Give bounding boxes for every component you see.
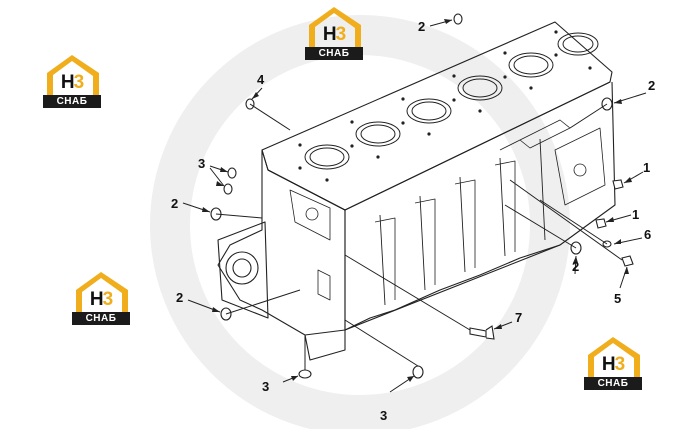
block-side-face: [344, 81, 616, 331]
house-roof-icon: [47, 55, 99, 95]
callout-4: 4: [257, 72, 265, 87]
callout-7: 7: [515, 310, 522, 325]
fitting-7: [469, 325, 495, 340]
brand-logo: Н3 СНАБ: [303, 3, 365, 63]
logo-caption: СНАБ: [43, 95, 101, 108]
callout-2: 2: [418, 19, 425, 34]
callout-3: 3: [262, 379, 269, 394]
logo-caption: СНАБ: [72, 312, 130, 325]
callout-2: 2: [171, 196, 178, 211]
plug-3b: [223, 183, 233, 195]
callout-1: 1: [643, 160, 650, 175]
flywheel-flange: [217, 221, 269, 319]
callout-3: 3: [380, 408, 387, 423]
house-roof-icon: [309, 7, 361, 47]
watermark-ring: [150, 15, 570, 429]
callout-1: 1: [632, 207, 639, 222]
brand-logo: Н3 СНАБ: [582, 333, 644, 393]
brand-logo: Н3 СНАБ: [70, 268, 132, 328]
leader-lines: [182, 19, 647, 393]
logo-caption: СНАБ: [584, 377, 642, 390]
leader-arrowheads: [202, 19, 632, 382]
deck-bolt-holes: [298, 30, 592, 182]
block-end-face: [217, 149, 346, 361]
brand-logo: Н3 СНАБ: [41, 51, 103, 111]
cylinder-bores: [304, 32, 599, 170]
callout-2: 2: [648, 78, 655, 93]
plug-bottom: [298, 369, 312, 379]
house-roof-icon: [76, 272, 128, 312]
plug-3a: [227, 167, 237, 179]
bolt-5: [621, 255, 634, 267]
cylinder-block: [217, 21, 616, 361]
callout-3: 3: [198, 156, 205, 171]
plug-top: [453, 13, 463, 25]
callout-5: 5: [614, 291, 621, 306]
plug-bottom-right: [412, 365, 424, 379]
house-roof-icon: [588, 337, 640, 377]
bolt-1a: [612, 179, 624, 190]
callout-labels: 2 4 2 3 2 1 1 6 2 5 7 2 3 3: [171, 19, 655, 423]
callout-2: 2: [176, 290, 183, 305]
bolt-1b: [595, 218, 607, 229]
logo-caption: СНАБ: [305, 47, 363, 60]
callout-6: 6: [644, 227, 651, 242]
callout-2: 2: [572, 259, 579, 274]
